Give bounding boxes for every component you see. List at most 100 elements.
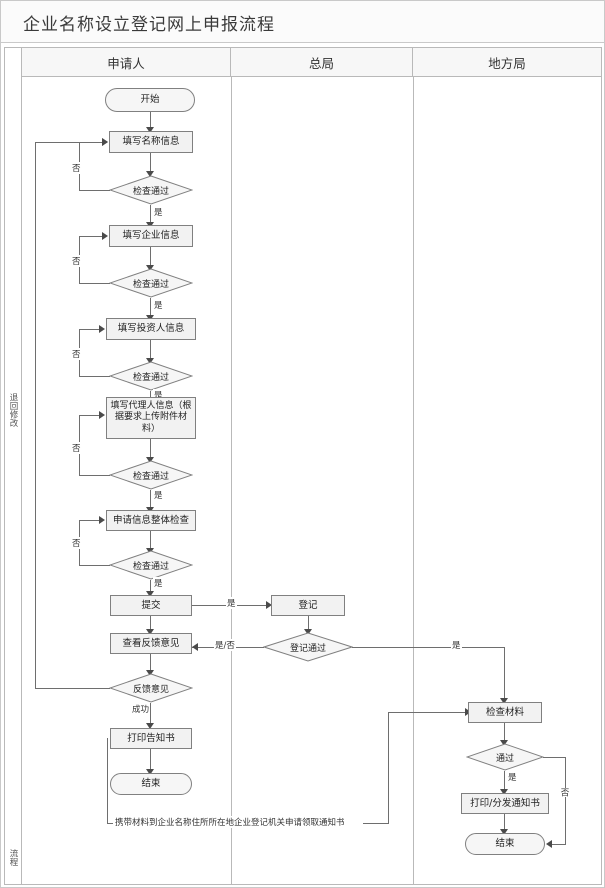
edge-fillagent-to-check4: [150, 439, 151, 459]
arrow-down-printnotice: [146, 723, 154, 729]
lane-header-head-office-label: 总局: [308, 55, 334, 71]
side-strip: [5, 48, 22, 884]
edge-fillname-to-check1: [150, 153, 151, 173]
node-fill-name: 填写名称信息: [109, 131, 193, 153]
node-print-notice: 打印告知书: [110, 728, 192, 749]
edge-check5-no-back: [79, 520, 100, 521]
node-feedback: 反馈意见: [109, 673, 193, 703]
edge-pass-no-h: [543, 757, 565, 758]
arrow-left-viewfeedback: [192, 643, 198, 651]
side-label-bottom: 流程: [8, 849, 18, 866]
side-label-return-modify: 退回修改: [8, 393, 18, 427]
edge-printnotice-to-end: [150, 749, 151, 771]
arrow-right-overallcheck-loop: [99, 516, 105, 524]
arrow-down-checkmaterial: [500, 698, 508, 704]
node-end-right: 结束: [465, 833, 545, 855]
node-start: 开始: [105, 88, 195, 112]
lane-divider-1: [231, 77, 232, 884]
node-fill-company: 填写企业信息: [109, 225, 193, 247]
node-check-3: 检查通过: [109, 361, 193, 391]
edge-check2-no-back: [79, 236, 103, 237]
edge-check2-no-h: [79, 283, 110, 284]
edge-registerpass-yes-h: [352, 647, 504, 648]
edge-label-check4-yes: 是: [153, 489, 164, 501]
edge-label-submit-yes: 是: [226, 597, 237, 609]
edge-annotation-v-right: [388, 712, 389, 824]
arrow-down-check2: [146, 265, 154, 271]
edge-feedback-success: [150, 703, 151, 725]
edge-feedback-return-v: [35, 142, 36, 689]
edge-label-pass-yes: 是: [507, 771, 518, 783]
arrow-right-return-fillname: [102, 138, 108, 146]
arrow-down-endleft: [146, 769, 154, 775]
lane-header-applicant: 申请人: [22, 48, 231, 77]
edge-start-to-fillname: [150, 112, 151, 129]
arrow-right-fillagent-loop: [99, 411, 105, 419]
edge-annotation-h-start: [107, 823, 115, 824]
edge-label-check5-yes: 是: [153, 577, 164, 589]
edge-check5-no-h: [79, 565, 110, 566]
arrow-down-submit: [146, 591, 154, 597]
edge-check2-yes: [150, 298, 151, 317]
node-check-5: 检查通过: [109, 550, 193, 580]
edge-label-check3-no: 否: [71, 348, 82, 360]
edge-pass-no-v: [565, 757, 566, 844]
edge-check4-no-h: [79, 475, 110, 476]
node-pass: 通过: [466, 743, 544, 771]
title-bar: 企业名称设立登记网上申报流程: [1, 1, 604, 43]
edge-check1-yes: [150, 205, 151, 224]
lane-header-local-bureau: 地方局: [413, 48, 601, 77]
edge-pass-yes: [504, 771, 505, 791]
node-register: 登记: [271, 595, 345, 616]
arrow-left-endright: [546, 840, 552, 848]
edge-printdistribute-to-end: [504, 814, 505, 831]
arrow-right-fillcompany-loop: [102, 232, 108, 240]
edge-check1-no-h: [79, 190, 110, 191]
arrow-down-printdistribute: [500, 789, 508, 795]
page-title: 企业名称设立登记网上申报流程: [23, 15, 275, 35]
node-view-feedback: 查看反馈意见: [110, 633, 192, 654]
edge-label-check4-no: 否: [71, 442, 82, 454]
edge-label-check2-no: 否: [71, 255, 82, 267]
arrow-down-endright: [500, 829, 508, 835]
edge-check5-yes: [150, 580, 151, 594]
edge-label-feedback-success: 成功: [131, 703, 151, 715]
edge-feedback-return-h: [35, 688, 110, 689]
arrow-right-register: [266, 601, 272, 609]
node-check-4: 检查通过: [109, 460, 193, 490]
node-fill-agent: 填写代理人信息（根据要求上传附件材料）: [106, 397, 196, 439]
edge-fillcompany-to-check2: [150, 247, 151, 267]
edge-fillinvestor-to-check3: [150, 340, 151, 360]
edge-registerpass-yes-v: [504, 647, 505, 700]
edge-annotation-h-end: [363, 823, 388, 824]
node-end-left: 结束: [110, 773, 192, 795]
lane-header-applicant-label: 申请人: [107, 55, 145, 71]
node-print-distribute: 打印/分发通知书: [461, 793, 549, 814]
arrow-down-check1: [146, 171, 154, 177]
arrow-down-feedback: [146, 670, 154, 676]
node-check-material: 检查材料: [468, 702, 542, 723]
edge-label-pass-no: 否: [558, 788, 570, 797]
arrow-down-check4: [146, 457, 154, 463]
edge-label-check1-no: 否: [71, 162, 82, 174]
edge-annotation-v-left: [107, 738, 108, 823]
edge-overallcheck-to-check5: [150, 531, 151, 550]
lane-header-head-office: 总局: [231, 48, 413, 77]
arrow-down-fillname: [146, 127, 154, 133]
annotation-text: 携带材料到企业名称住所所在地企业登记机关申请领取通知书: [113, 816, 347, 828]
arrow-right-fillinvestor-loop: [99, 325, 105, 333]
swimlane-frame: [4, 47, 602, 885]
node-check-1: 检查通过: [109, 175, 193, 205]
arrow-down-viewfeedback: [146, 629, 154, 635]
edge-check3-no-h: [79, 376, 110, 377]
arrow-down-registerpass: [304, 629, 312, 635]
edge-submit-to-viewfeedback: [150, 616, 151, 631]
edge-check3-no-back: [79, 329, 100, 330]
node-overall-check: 申请信息整体检查: [106, 510, 196, 531]
node-fill-investor: 填写投资人信息: [106, 318, 196, 340]
edge-register-to-registerpass: [308, 616, 309, 631]
edge-pass-no-to-end: [552, 844, 566, 845]
node-check-2: 检查通过: [109, 268, 193, 298]
edge-label-check3-yes: 是: [153, 389, 164, 401]
edge-label-check1-yes: 是: [153, 206, 164, 218]
